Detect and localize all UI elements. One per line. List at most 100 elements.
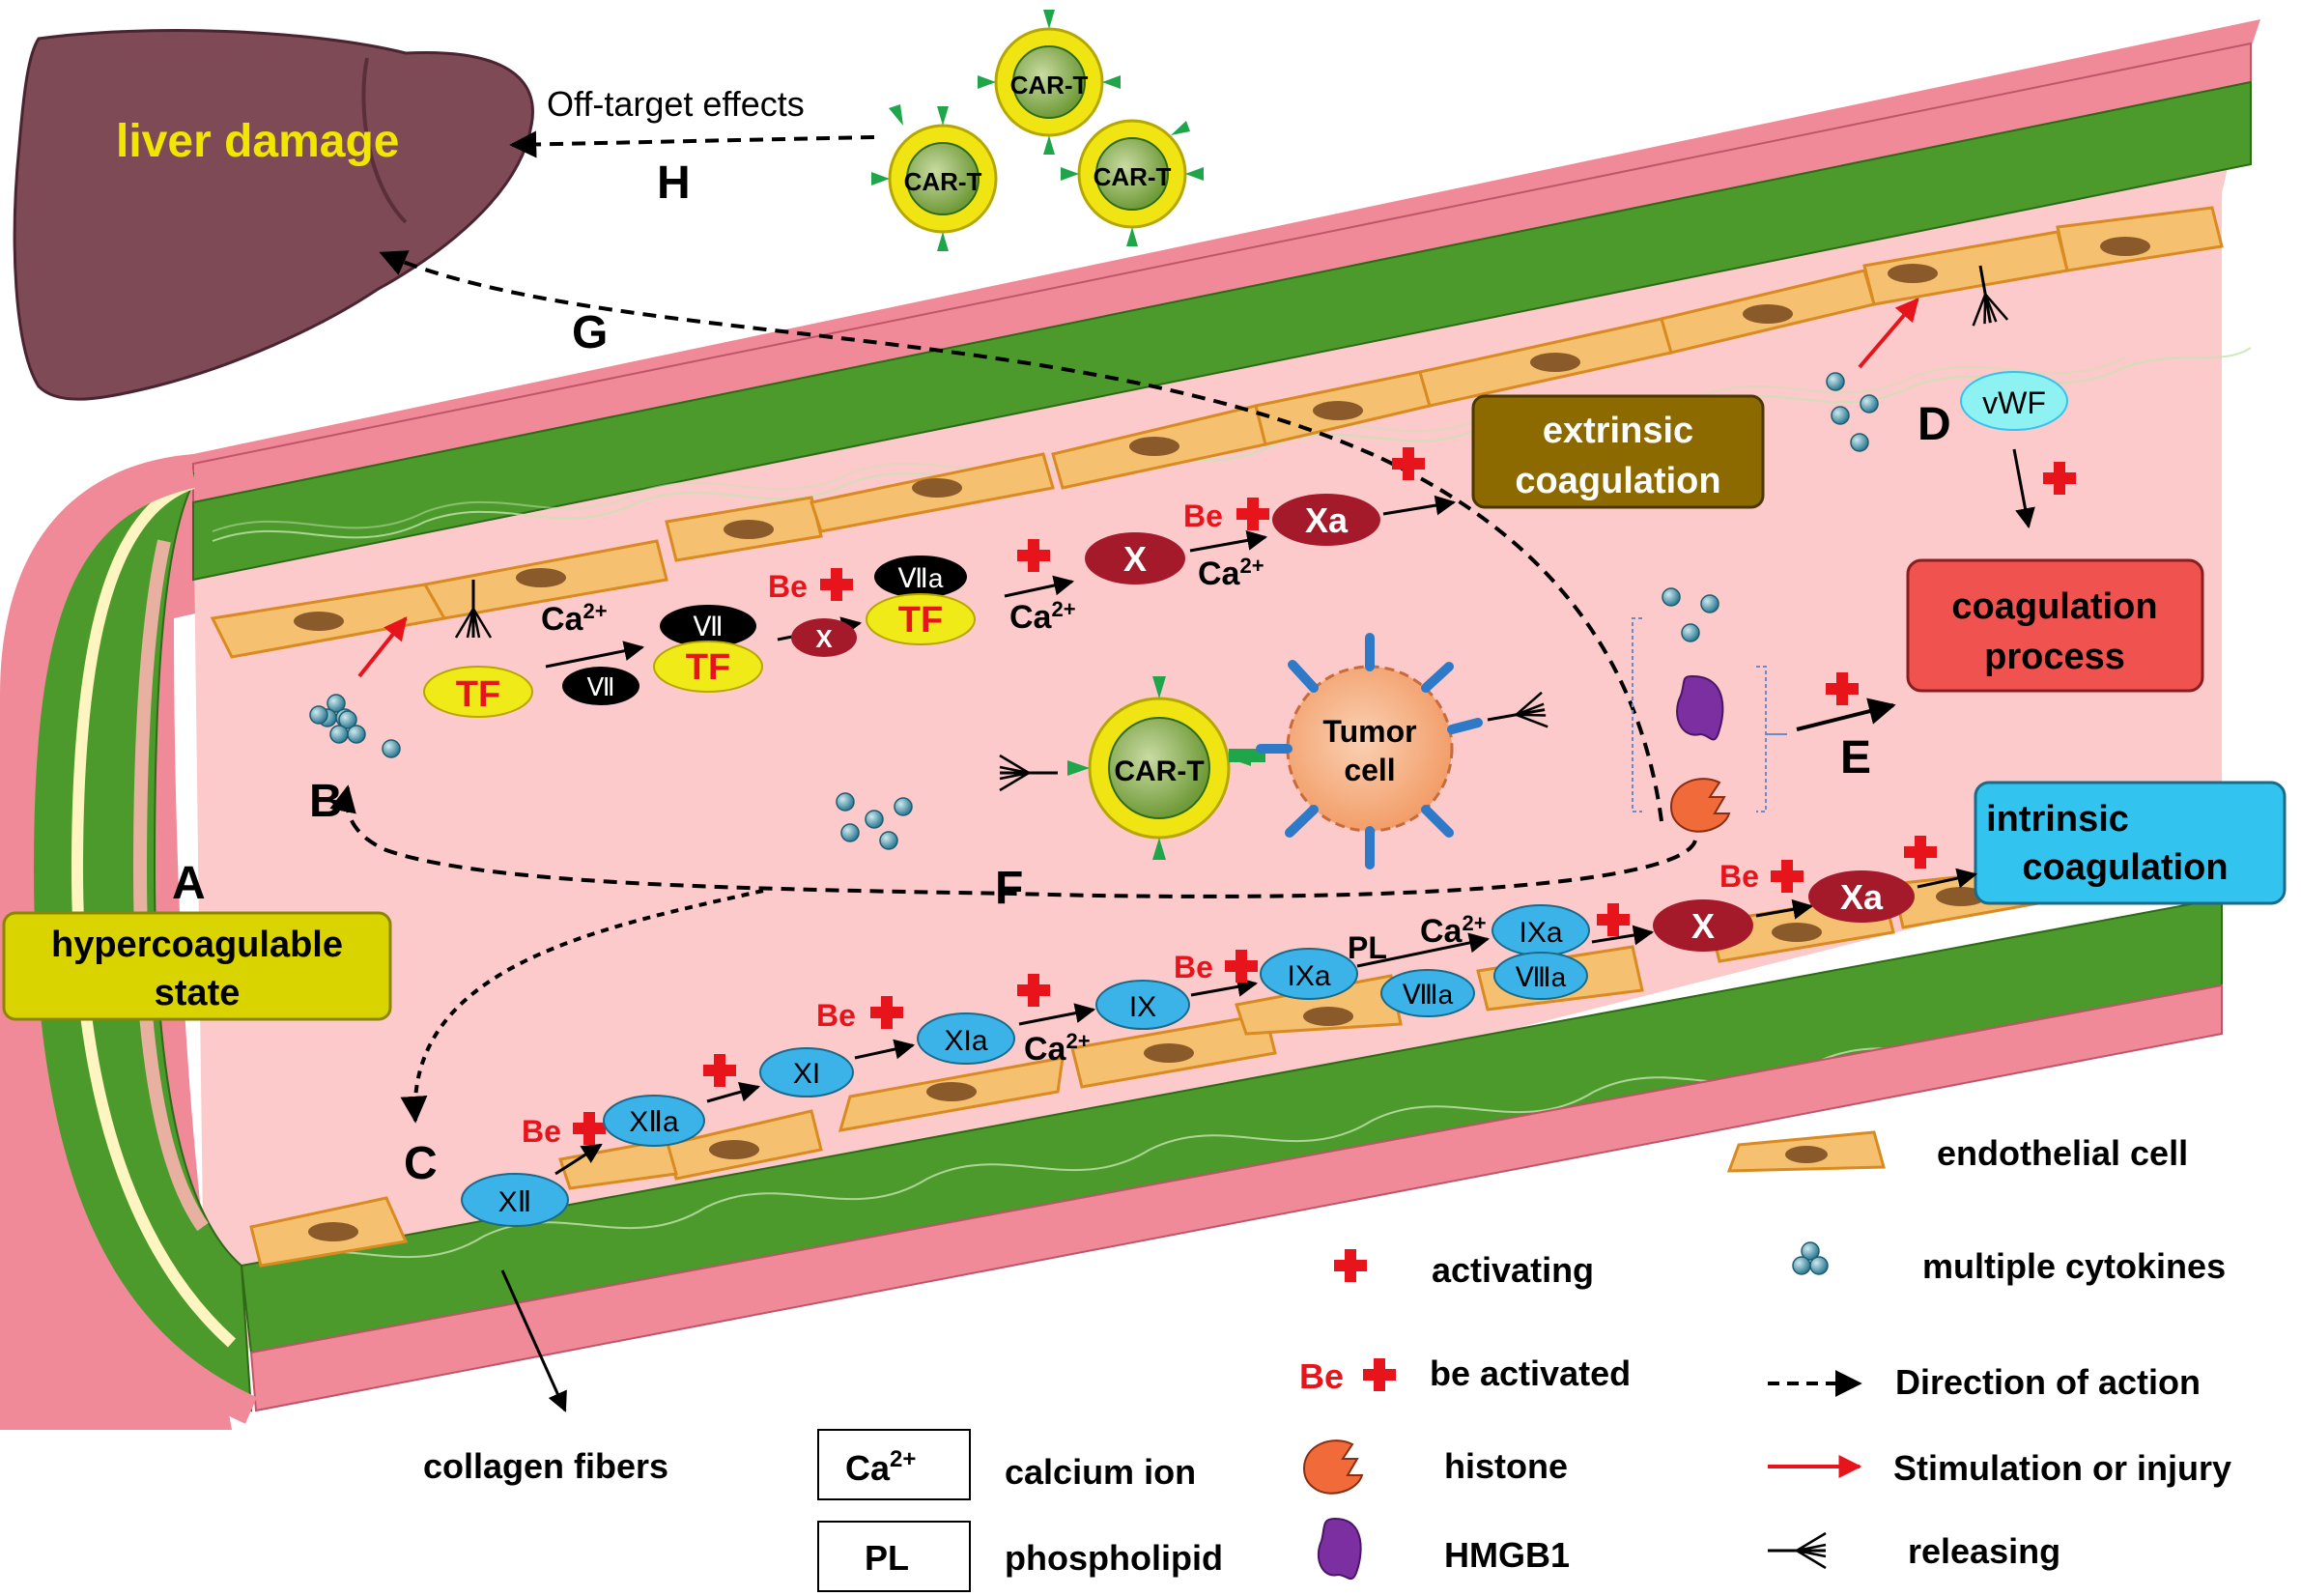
- arrow-Xa-extrinsic: [1382, 495, 1457, 516]
- svg-text:XⅡa: XⅡa: [629, 1106, 679, 1138]
- pl-label: PL: [1348, 930, 1387, 965]
- svg-text:histone: histone: [1444, 1446, 1568, 1486]
- svg-text:Xa: Xa: [1840, 877, 1884, 917]
- liver-illustration: [13, 29, 534, 401]
- arrow-XIIa-XI: [706, 1082, 761, 1103]
- label-A: A: [172, 858, 206, 909]
- svg-text:Ⅷa: Ⅷa: [1516, 962, 1567, 992]
- svg-text:IXa: IXa: [1519, 917, 1562, 949]
- arrow-IXa-complex: [1356, 932, 1491, 968]
- path-F-to-C: [400, 889, 764, 1124]
- ca-label-4: Ca2+: [1024, 1029, 1091, 1068]
- ca-label-3: Ca2+: [1198, 554, 1264, 592]
- path-G: [379, 250, 1663, 822]
- label-B: B: [309, 776, 343, 827]
- svg-text:cell: cell: [1344, 753, 1395, 787]
- svg-text:TF: TF: [686, 647, 730, 688]
- factor-X-extrinsic: X: [1085, 532, 1185, 584]
- be-label-6: Be: [1719, 859, 1759, 894]
- label-G: G: [572, 307, 608, 358]
- svg-text:calcium ion: calcium ion: [1005, 1452, 1196, 1492]
- svg-text:X: X: [1123, 539, 1147, 579]
- legend-activating: activating: [1334, 1249, 1594, 1290]
- arrow-IX-IXa: [1190, 976, 1259, 997]
- car-t-cell-left: CAR-T: [871, 104, 998, 251]
- svg-text:Be: Be: [1299, 1356, 1344, 1396]
- arrow-E: [1796, 698, 1896, 731]
- svg-text:X: X: [1691, 906, 1715, 946]
- svg-text:vWF: vWF: [1982, 385, 2046, 420]
- histone-hmgb1-group: [1632, 587, 1787, 833]
- lower-adventitia: [249, 983, 2223, 1412]
- svg-text:coagulation: coagulation: [1951, 586, 2157, 627]
- complex-VII-TF: Ⅶ TF: [653, 605, 763, 693]
- label-E: E: [1840, 732, 1871, 784]
- hmgb1-icon: [1317, 1517, 1362, 1581]
- collagen-label: collagen fibers: [423, 1446, 668, 1486]
- svg-text:CAR-T: CAR-T: [1094, 162, 1172, 191]
- svg-text:releasing: releasing: [1908, 1531, 2060, 1571]
- svg-text:CAR-T: CAR-T: [1114, 755, 1204, 787]
- svg-text:TF: TF: [456, 674, 500, 715]
- label-D: D: [1918, 399, 1951, 450]
- svg-text:XIa: XIa: [944, 1025, 987, 1057]
- svg-text:XⅡ: XⅡ: [498, 1186, 532, 1218]
- car-t-cell-right: CAR-T: [1061, 119, 1204, 246]
- be-label-3: Be: [522, 1114, 561, 1149]
- svg-text:XI: XI: [793, 1058, 820, 1090]
- svg-text:Direction of action: Direction of action: [1895, 1362, 2201, 1402]
- svg-text:hypercoagulable: hypercoagulable: [51, 925, 343, 965]
- legend-phospholipid: PL phospholipid: [817, 1521, 1223, 1592]
- factor-TF: TF: [423, 666, 533, 718]
- svg-text:phospholipid: phospholipid: [1005, 1538, 1223, 1578]
- cytokines-D: [1826, 372, 1879, 452]
- svg-text:IXa: IXa: [1287, 960, 1330, 992]
- factor-vWF: vWF: [1960, 371, 2068, 431]
- svg-text:Ⅷa: Ⅷa: [1403, 980, 1454, 1010]
- collagen-pointer: [500, 1269, 567, 1412]
- extrinsic-label-box: extrinsic coagulation: [1471, 394, 1765, 509]
- factor-Xa-intrinsic: Xa: [1808, 870, 1915, 923]
- legend-endothelial: endothelial cell: [1726, 1130, 2188, 1173]
- svg-text:CAR-T: CAR-T: [1010, 71, 1089, 100]
- be-label-2: Be: [1183, 499, 1223, 533]
- arrow-TF-VII: [545, 641, 645, 669]
- stimulation-arrow-D: [1858, 298, 1919, 369]
- hmgb1-icon: [1676, 674, 1724, 741]
- svg-text:Ⅶ: Ⅶ: [586, 672, 614, 701]
- svg-text:Stimulation or injury: Stimulation or injury: [1893, 1448, 2231, 1488]
- svg-text:X: X: [815, 624, 833, 653]
- coagulation-process-box: coagulation process: [1906, 558, 2204, 693]
- legend-be-activated: Be be activated: [1299, 1354, 1631, 1396]
- svg-text:Ca2+: Ca2+: [845, 1446, 916, 1488]
- arrow-X-Xa-intrinsic: [1755, 898, 1814, 920]
- arrow-VIIaTF-X: [1004, 575, 1075, 598]
- factor-XII: XⅡ: [461, 1173, 569, 1227]
- legend: endothelial cell activating multiple cyt…: [817, 1130, 2231, 1592]
- arrow-vWF-coag: [2012, 448, 2035, 529]
- off-target-label: Off-target effects: [547, 84, 805, 124]
- blood-vessel: [0, 19, 2260, 1430]
- cytokines-B: [309, 694, 401, 758]
- car-t-cluster: CAR-T CAR-T CAR-T: [871, 10, 1204, 251]
- ca-label-1: Ca2+: [541, 599, 608, 638]
- label-H: H: [657, 157, 691, 209]
- histone-icon: [1302, 1439, 1364, 1495]
- arrow-XII-XIIa: [554, 1143, 603, 1176]
- svg-text:extrinsic: extrinsic: [1543, 411, 1693, 451]
- ca-label-5: Ca2+: [1420, 911, 1487, 950]
- factor-IX: IX: [1095, 980, 1190, 1030]
- arrow-XI-XIa: [854, 1039, 916, 1060]
- svg-text:Ⅶa: Ⅶa: [898, 563, 944, 593]
- liver-damage-label: liver damage: [116, 116, 399, 167]
- legend-cytokines: multiple cytokines: [1792, 1241, 2226, 1286]
- svg-text:Ⅶ: Ⅶ: [693, 612, 723, 641]
- svg-text:IX: IX: [1129, 991, 1156, 1023]
- off-target-arrow: [509, 130, 875, 158]
- factor-Xa-extrinsic: Xa: [1272, 494, 1380, 546]
- factor-XIa: XIa: [917, 1012, 1015, 1065]
- tumor-cell: Tumor cell: [1256, 633, 1483, 869]
- legend-calcium: Ca2+ calcium ion: [817, 1429, 1196, 1500]
- svg-text:be activated: be activated: [1430, 1354, 1631, 1393]
